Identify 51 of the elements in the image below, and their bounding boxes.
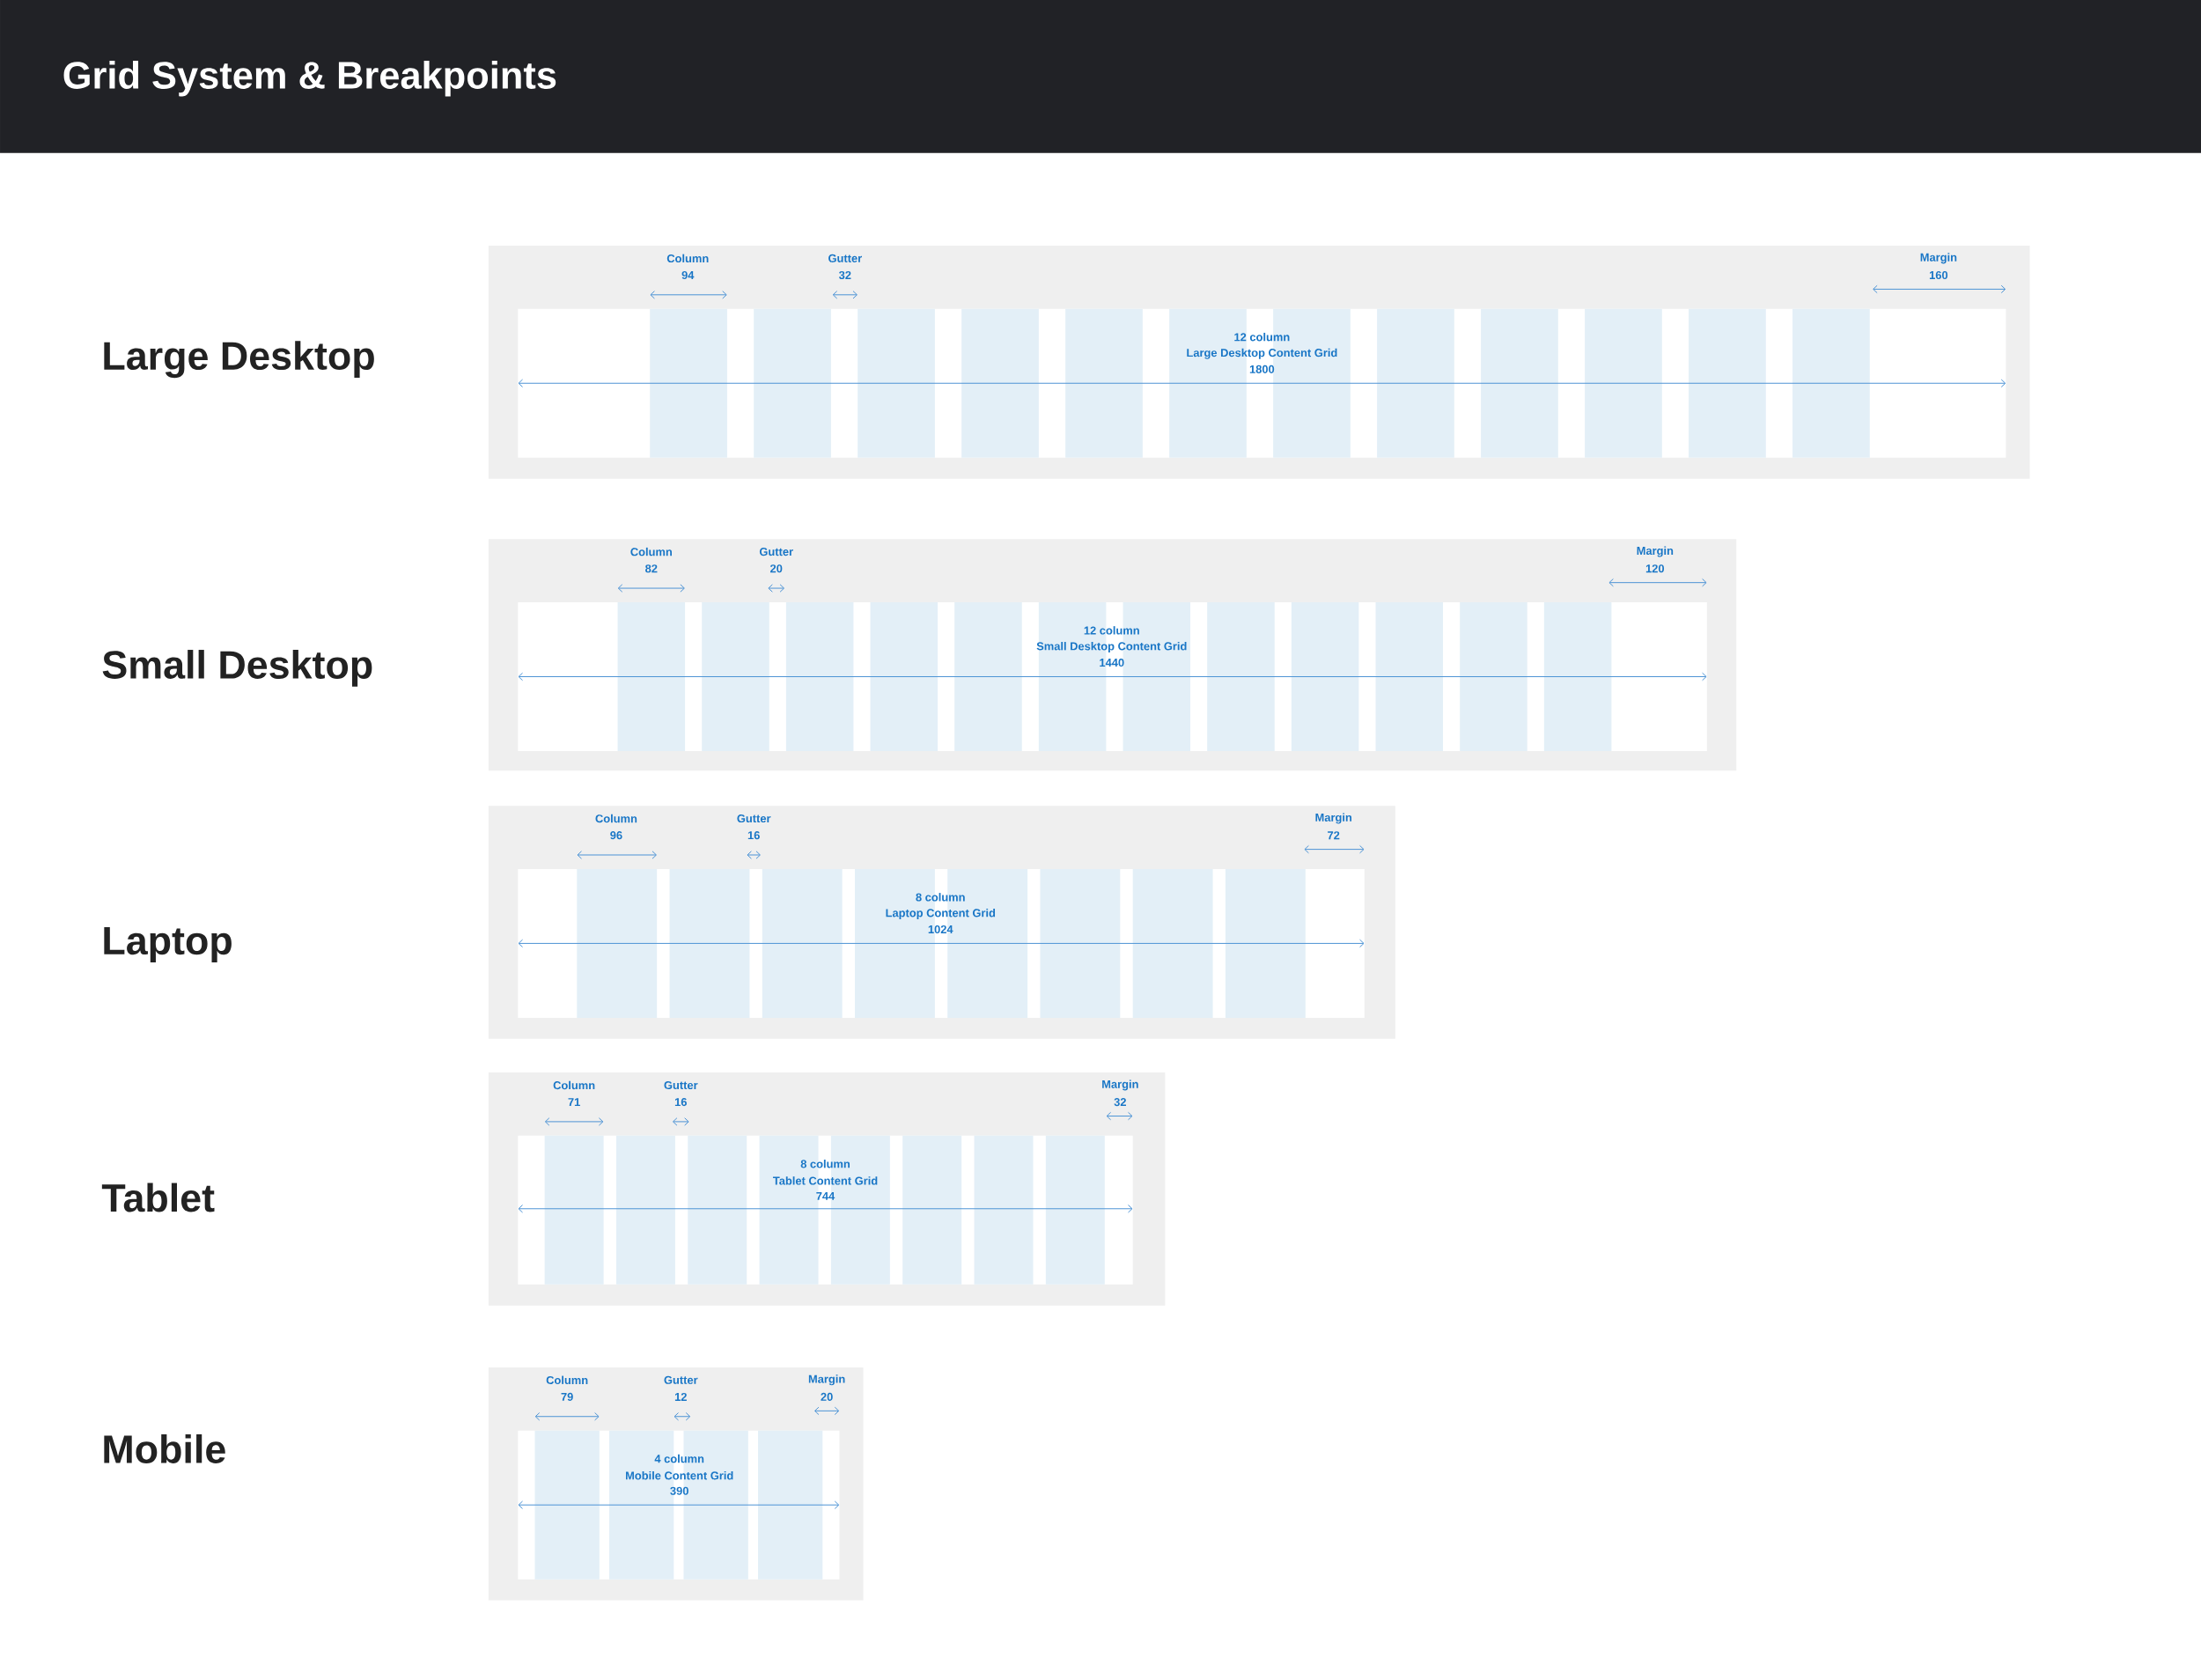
dimension-label: Column bbox=[553, 1080, 595, 1089]
dimension-label: Margin bbox=[1102, 1079, 1138, 1091]
dimension-value: 16 bbox=[674, 1097, 687, 1106]
dimension-value: 94 bbox=[681, 270, 695, 279]
dimension-value: 12 bbox=[674, 1392, 687, 1401]
grid-caption: 12 column bbox=[1084, 625, 1139, 635]
dimension-value: 79 bbox=[561, 1392, 573, 1401]
dimension-value: 160 bbox=[1929, 270, 1948, 279]
dimension-label: Gutter bbox=[759, 547, 793, 556]
dimension-label: Margin bbox=[1920, 253, 1957, 264]
breakpoint-name: Laptop bbox=[104, 926, 232, 962]
dimension-value: 32 bbox=[1114, 1097, 1126, 1106]
breakpoint-name: Mobile bbox=[104, 1433, 225, 1463]
dimension-label: Margin bbox=[1637, 546, 1674, 557]
dimension-label: Column bbox=[546, 1375, 588, 1384]
grid-caption: 1440 bbox=[1100, 658, 1124, 667]
grid-caption: 744 bbox=[816, 1191, 835, 1200]
header-bar: Grid System & Breakpoints bbox=[0, 0, 2201, 153]
grid-caption: 1800 bbox=[1249, 365, 1275, 373]
dimension-label: Gutter bbox=[664, 1375, 698, 1384]
dimension-value: 96 bbox=[610, 830, 622, 839]
dimension-value: 20 bbox=[770, 564, 783, 573]
dimension-value: 120 bbox=[1645, 564, 1665, 573]
breakpoint-name: Large Desktop bbox=[104, 340, 374, 378]
dimension-value: 72 bbox=[1328, 830, 1340, 839]
grid-caption: 12 column bbox=[1234, 332, 1290, 342]
dimension-value: 32 bbox=[839, 270, 851, 279]
dimension-label: Column bbox=[666, 254, 709, 262]
dimension-label: Gutter bbox=[664, 1080, 698, 1089]
grid-caption: 390 bbox=[670, 1486, 688, 1495]
grid-caption: 8 column bbox=[916, 892, 965, 902]
grid-caption: Mobile Content Grid bbox=[626, 1470, 733, 1480]
breakpoint-name: Tablet bbox=[101, 1183, 215, 1212]
dimension-label: Gutter bbox=[828, 254, 862, 262]
dimension-value: 16 bbox=[747, 830, 760, 839]
grid-caption: 8 column bbox=[800, 1159, 850, 1168]
grid-caption: Small Desktop Content Grid bbox=[1036, 641, 1187, 652]
grid-caption: Large Desktop Content Grid bbox=[1187, 348, 1337, 359]
dimension-label: Margin bbox=[1315, 813, 1351, 824]
grid-caption: Laptop Content Grid bbox=[886, 908, 996, 919]
dimension-value: 20 bbox=[821, 1392, 833, 1401]
grid-caption: Tablet Content Grid bbox=[773, 1175, 878, 1185]
breakpoint-name: Small Desktop bbox=[102, 649, 372, 687]
dimension-label: Column bbox=[595, 814, 637, 823]
dimension-label: Gutter bbox=[737, 814, 771, 822]
grid-caption: 1024 bbox=[928, 925, 953, 933]
dimension-value: 71 bbox=[568, 1097, 580, 1106]
dimension-value: 82 bbox=[645, 564, 658, 573]
grid-caption: 4 column bbox=[654, 1454, 704, 1463]
dimension-label: Margin bbox=[808, 1374, 845, 1386]
dimension-label: Column bbox=[630, 547, 672, 556]
